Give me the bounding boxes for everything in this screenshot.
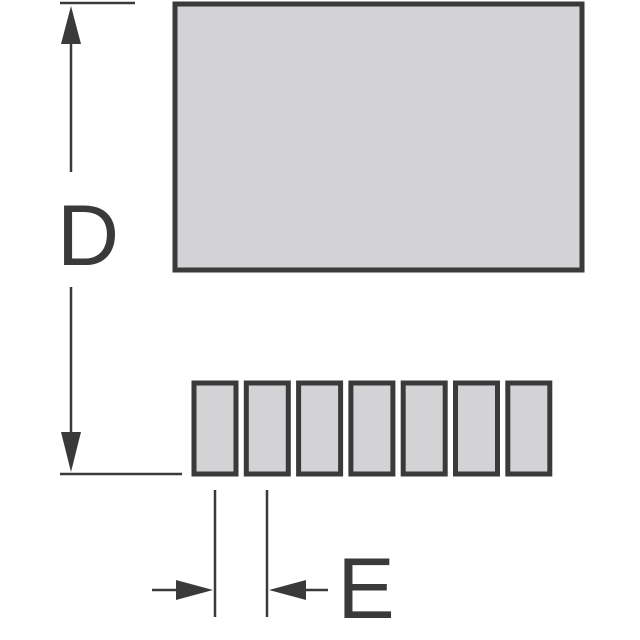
arrowhead-down-icon [61,432,81,472]
arrowhead-right-icon [176,580,213,600]
arrowhead-up-icon [61,6,81,44]
dimension-label-e: E [337,541,394,637]
dimension-d: D [57,1,182,476]
pad-1 [191,380,239,477]
pad-3 [296,380,344,477]
package-body [172,1,585,273]
pad-4 [348,380,396,477]
pad-2 [243,380,291,477]
pad-6 [453,380,500,477]
pad-5 [400,380,448,477]
pad-row [191,380,553,477]
dimension-e: E [152,490,395,637]
dimension-label-d: D [57,188,119,284]
arrowhead-left-icon [269,580,306,600]
pad-7 [505,380,553,477]
